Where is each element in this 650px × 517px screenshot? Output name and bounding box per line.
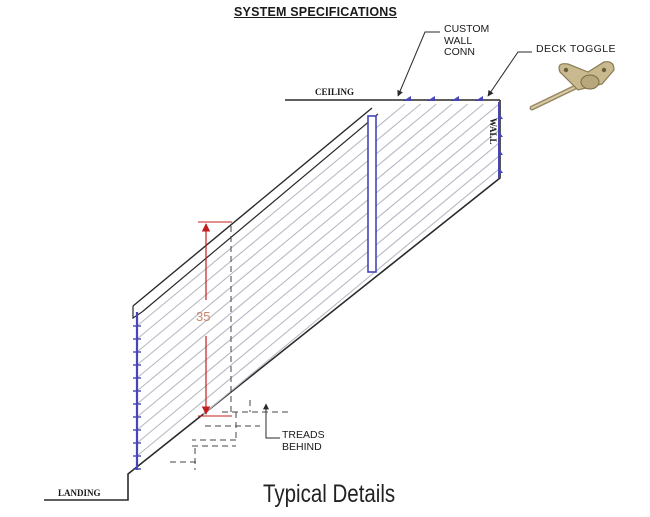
- top-rail-lower-edge: [141, 113, 379, 313]
- wall-connector: [498, 148, 503, 155]
- ceiling-connector: [427, 96, 435, 101]
- end-post-fittings: [133, 325, 141, 470]
- height-dimension-value: 35: [196, 309, 211, 324]
- ceiling-connector: [451, 96, 459, 101]
- cable-line: [136, 103, 406, 327]
- cable-line: [136, 142, 500, 444]
- treads-leader: [263, 403, 280, 439]
- cable-line: [136, 103, 422, 340]
- cable-line: [136, 103, 453, 366]
- cable-line: [136, 103, 484, 392]
- intermediate-post: [367, 115, 377, 273]
- custom-conn-leader: [397, 31, 440, 97]
- wall-connector: [498, 166, 503, 173]
- cable-line: [202, 168, 500, 415]
- dashed-treads: [170, 226, 288, 470]
- deck-toggle-leader: [487, 51, 532, 97]
- ceiling-connector-markers: [403, 96, 483, 101]
- cable-line: [136, 103, 469, 379]
- height-dimension: [198, 221, 232, 417]
- custom-wall-conn-label: CUSTOM WALL CONN: [444, 23, 490, 59]
- landing-label: LANDING: [58, 488, 101, 498]
- cable-group: [136, 103, 500, 457]
- wall-connector-markers: [498, 112, 503, 173]
- deck-toggle-image: [529, 61, 615, 111]
- wall-connector: [498, 130, 503, 137]
- wall-label: WALL: [488, 118, 498, 145]
- cable-line: [136, 103, 500, 405]
- cable-line: [136, 129, 500, 431]
- deck-toggle-label: DECK TOGGLE: [536, 43, 616, 55]
- diagram-title: SYSTEM SPECIFICATIONS: [234, 5, 398, 19]
- cable-line: [136, 116, 500, 418]
- cable-line: [136, 103, 437, 353]
- caption-typical-details: Typical Details: [263, 480, 396, 508]
- cable-line: [136, 155, 500, 457]
- ceiling-connector: [475, 96, 483, 101]
- top-rail: [132, 107, 373, 307]
- rail-end-cap: [132, 306, 143, 320]
- ceiling-connector: [403, 96, 411, 101]
- wall-connector: [498, 112, 503, 119]
- treads-behind-label: TREADS BEHIND: [282, 429, 325, 453]
- ceiling-label: CEILING: [315, 87, 355, 97]
